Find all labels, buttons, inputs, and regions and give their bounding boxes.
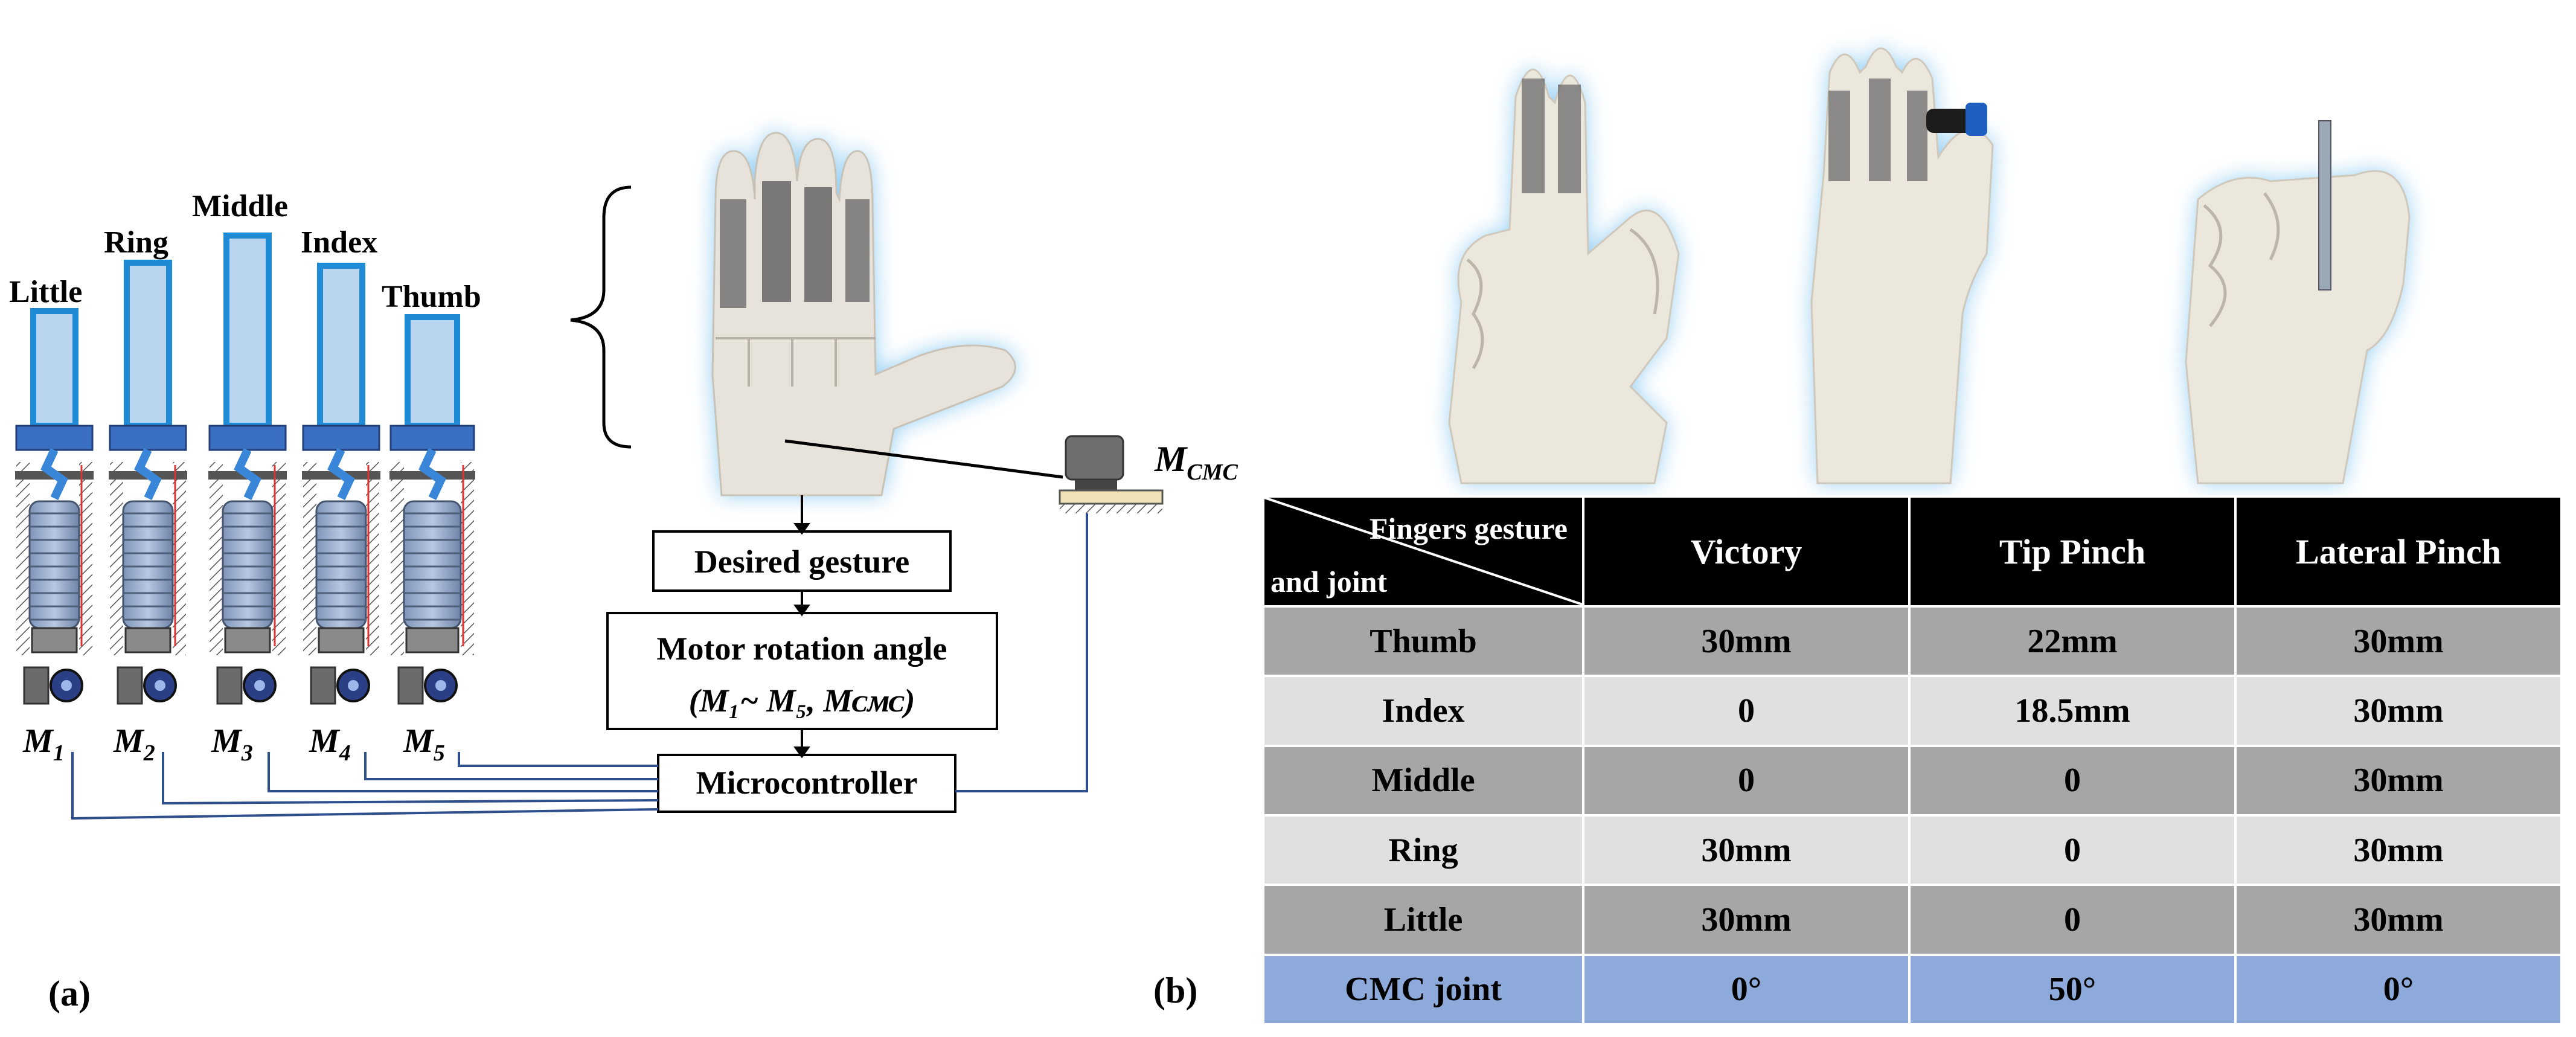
actuator-unit-2 bbox=[109, 260, 187, 705]
table-cell: 30mm bbox=[2234, 884, 2563, 956]
motor-label-5: M5 bbox=[403, 722, 445, 766]
panel-a-label: (a) bbox=[48, 974, 91, 1013]
table-cell: 0 bbox=[1582, 675, 1911, 747]
table-row: Thumb 30mm 22mm 30mm bbox=[1262, 605, 2563, 678]
table-cell: 30mm bbox=[1582, 884, 1911, 956]
table-cell: 0 bbox=[1908, 744, 2237, 817]
flow-motor-line2: (M₁~ M₅, Mᴄᴍᴄ) bbox=[689, 682, 915, 719]
actuator-unit-3 bbox=[208, 233, 287, 705]
cmc-motor-label: MCMC bbox=[1154, 439, 1238, 485]
table-cell: 0 bbox=[1582, 744, 1911, 817]
robotic-hand-photo bbox=[711, 132, 1063, 496]
table-row: Middle 0 0 30mm bbox=[1262, 744, 2563, 817]
table-row: Index 0 18.5mm 30mm bbox=[1262, 675, 2563, 747]
table-row-cmc: CMC joint 0° 50° 0° bbox=[1262, 953, 2563, 1026]
row-label: Index bbox=[1262, 675, 1584, 747]
row-label: Middle bbox=[1262, 744, 1584, 817]
gesture-photo-tip-pinch bbox=[1810, 47, 1994, 484]
finger-label-little: Little bbox=[9, 275, 82, 309]
table-cell: 30mm bbox=[2234, 814, 2563, 887]
table-cell: 30mm bbox=[1582, 605, 1911, 678]
gesture-photo-lateral-pinch bbox=[2185, 120, 2411, 484]
finger-labels: Little Ring Middle Index Thumb bbox=[9, 189, 481, 314]
bracket-brace bbox=[570, 185, 632, 449]
flow-motor-line1: Motor rotation angle bbox=[657, 631, 947, 667]
corner-diagonal bbox=[1264, 498, 1584, 605]
corner-top-text: Fingers gesture bbox=[1369, 512, 1568, 545]
flow-microcontroller: Microcontroller bbox=[657, 754, 956, 813]
flow-desired-text: Desired gesture bbox=[694, 544, 909, 580]
table-header-row: Fingers gesture and joint Victory Tip Pi… bbox=[1262, 495, 2563, 608]
table-cell: 30mm bbox=[2234, 744, 2563, 817]
flow-motor-angle: Motor rotation angle (M₁~ M₅, Mᴄᴍᴄ) bbox=[606, 612, 998, 730]
finger-label-middle: Middle bbox=[192, 189, 288, 223]
row-label: Little bbox=[1262, 884, 1584, 956]
actuator-unit-5 bbox=[389, 314, 475, 705]
table-cell: 22mm bbox=[1908, 605, 2237, 678]
finger-label-thumb: Thumb bbox=[382, 280, 481, 314]
row-label: CMC joint bbox=[1262, 953, 1584, 1026]
motor-label-3: M3 bbox=[211, 722, 253, 766]
table-cell: 18.5mm bbox=[1908, 675, 2237, 747]
actuator-unit-4 bbox=[302, 263, 380, 705]
column-header-lateral-pinch: Lateral Pinch bbox=[2234, 495, 2563, 608]
control-wires bbox=[71, 513, 1088, 820]
motor-label-1: M1 bbox=[22, 722, 65, 766]
flow-arrows bbox=[793, 495, 810, 759]
corner-bottom-text: and joint bbox=[1270, 565, 1388, 599]
row-label: Ring bbox=[1262, 814, 1584, 887]
actuator-units bbox=[15, 233, 475, 705]
finger-label-ring: Ring bbox=[104, 225, 168, 260]
cmc-motor: MCMC bbox=[1059, 435, 1238, 513]
table-cell: 30mm bbox=[2234, 675, 2563, 747]
table-cell: 30mm bbox=[2234, 605, 2563, 678]
finger-label-index: Index bbox=[301, 225, 377, 260]
table-row: Ring 30mm 0 30mm bbox=[1262, 814, 2563, 887]
table-corner-cell: Fingers gesture and joint bbox=[1262, 495, 1584, 608]
gesture-table: Fingers gesture and joint Victory Tip Pi… bbox=[1262, 495, 2563, 1026]
table-cell: 0° bbox=[1582, 953, 1911, 1026]
motor-label-4: M4 bbox=[309, 722, 351, 766]
table-cell: 30mm bbox=[1582, 814, 1911, 887]
table-row: Little 30mm 0 30mm bbox=[1262, 884, 2563, 956]
actuator-unit-1 bbox=[15, 308, 94, 705]
column-header-victory: Victory bbox=[1582, 495, 1911, 608]
flow-desired-gesture: Desired gesture bbox=[652, 530, 952, 592]
flow-controller-text: Microcontroller bbox=[696, 765, 918, 801]
table-cell: 0 bbox=[1908, 814, 2237, 887]
gesture-photo-victory bbox=[1448, 68, 1680, 484]
table-cell: 0° bbox=[2234, 953, 2563, 1026]
row-label: Thumb bbox=[1262, 605, 1584, 678]
motor-label-2: M2 bbox=[113, 722, 155, 766]
table-cell: 0 bbox=[1908, 884, 2237, 956]
table-cell: 50° bbox=[1908, 953, 2237, 1026]
motor-labels: M1 M2 M3 M4 M5 bbox=[22, 722, 445, 766]
column-header-tip-pinch: Tip Pinch bbox=[1908, 495, 2237, 608]
panel-b-label: (b) bbox=[1153, 971, 1197, 1010]
